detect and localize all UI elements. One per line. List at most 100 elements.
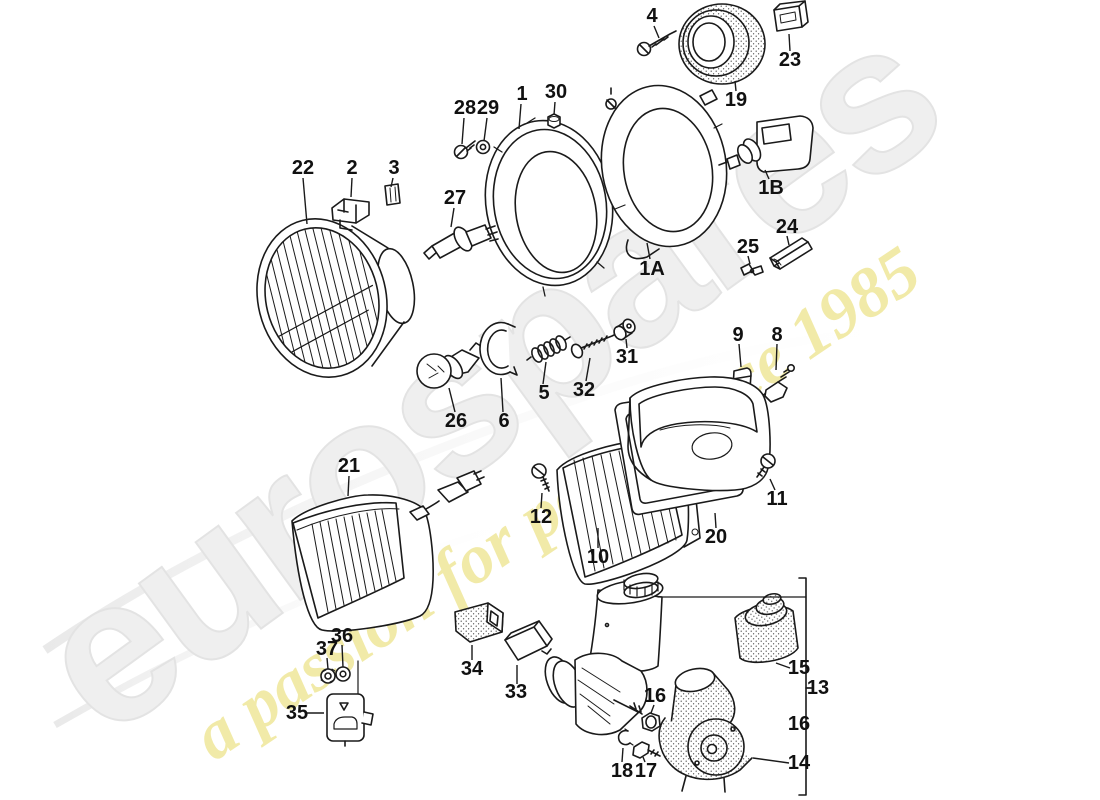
callout-label-3: 3 xyxy=(388,157,399,179)
callout-leader-1A xyxy=(646,242,651,260)
callout-label-10: 10 xyxy=(587,546,609,568)
part-18-clip xyxy=(617,728,634,746)
callout-leader-28 xyxy=(461,117,465,145)
callout-leader-29 xyxy=(483,117,488,142)
callout-label-37: 37 xyxy=(316,638,338,660)
callout-leader-17 xyxy=(642,756,646,763)
reservoir-cap xyxy=(623,572,659,599)
callout-leader-30 xyxy=(553,101,556,116)
callout-label-28: 28 xyxy=(454,97,476,119)
callout-label-22: 22 xyxy=(292,157,314,179)
callout-label-12: 12 xyxy=(530,506,552,528)
callout-label-9: 9 xyxy=(732,324,743,346)
watermark-swoosh-lower xyxy=(53,509,547,729)
part-16-nut xyxy=(641,712,661,732)
part-36-washer xyxy=(335,666,351,682)
callout-label-14: 14 xyxy=(788,752,811,774)
callout-label-21: 21 xyxy=(338,455,360,477)
callout-label-1B: 1B xyxy=(758,177,784,199)
callout-leader-2 xyxy=(350,177,353,198)
callout-label-27: 27 xyxy=(444,187,466,209)
part-19-boot xyxy=(678,3,766,85)
callout-leader-16 xyxy=(650,704,655,714)
callout-label-24: 24 xyxy=(776,216,799,238)
callout-leader-20 xyxy=(714,512,717,529)
part-24-fuse xyxy=(769,237,813,270)
callout-label-23: 23 xyxy=(779,49,801,71)
callout-label-30: 30 xyxy=(545,81,567,103)
callout-label-25: 25 xyxy=(737,236,759,258)
callout-label-16: 16 xyxy=(788,713,810,735)
callout-leader-11 xyxy=(769,478,776,491)
callout-leader-14 xyxy=(752,757,790,764)
callout-leader-19 xyxy=(734,80,737,92)
part-11-screw xyxy=(756,453,776,478)
part-29-washer xyxy=(475,139,491,155)
callout-leader-21 xyxy=(347,475,350,497)
callout-label-11: 11 xyxy=(766,488,787,510)
part-21-fog-lamp xyxy=(291,470,485,632)
part-4-screw xyxy=(636,30,677,57)
part-35-switch xyxy=(326,660,374,747)
callout-leader-37 xyxy=(326,657,329,670)
callout-leader-18 xyxy=(621,747,624,763)
callout-label-32: 32 xyxy=(573,379,595,401)
callout-label-1: 1 xyxy=(516,83,527,105)
callout-label-6: 6 xyxy=(498,410,509,432)
callout-leader-24 xyxy=(786,235,790,246)
callout-label-31: 31 xyxy=(616,346,638,368)
callout-leader-25 xyxy=(747,255,751,265)
part-2-holder xyxy=(331,198,370,231)
callout-label-1A: 1A xyxy=(639,258,665,280)
part-32-screw xyxy=(570,332,619,359)
part-1A-housing xyxy=(600,84,728,260)
callout-label-35: 35 xyxy=(286,702,308,724)
part-27-bulb xyxy=(423,224,499,260)
callout-label-18: 18 xyxy=(611,760,633,782)
part-1B-motor xyxy=(718,115,814,173)
part-15-cover xyxy=(734,592,799,664)
callout-leader-12 xyxy=(540,492,543,509)
callout-leader-26 xyxy=(448,387,456,413)
part-37-nut xyxy=(320,668,336,684)
callout-leader-15 xyxy=(775,662,791,669)
part-31-screw xyxy=(613,318,636,341)
callout-label-4: 4 xyxy=(646,5,658,27)
callout-leader-31 xyxy=(625,338,628,349)
callout-leader-27 xyxy=(450,207,455,228)
callout-leader-8 xyxy=(775,343,778,371)
callout-label-17: 17 xyxy=(635,760,657,782)
callout-leader-32 xyxy=(585,357,591,382)
callout-leader-23 xyxy=(788,33,791,52)
callout-label-5: 5 xyxy=(538,382,549,404)
callout-leader-6 xyxy=(500,377,504,413)
part-6-retainer xyxy=(479,321,518,376)
part-22-headlamp xyxy=(256,218,416,378)
part-23-relay xyxy=(773,0,809,32)
part-12-screw xyxy=(531,463,550,492)
callout-leader-22 xyxy=(302,177,308,225)
callout-label-20: 20 xyxy=(705,526,727,548)
part-33-relay xyxy=(504,620,553,661)
callout-label-19: 19 xyxy=(725,89,747,111)
callout-label-15: 15 xyxy=(788,657,810,679)
part-3-clip xyxy=(384,183,401,206)
callout-label-13: 13 xyxy=(807,677,829,699)
callout-leader-5 xyxy=(542,361,547,385)
callout-leader-36 xyxy=(341,644,344,668)
callout-label-36: 36 xyxy=(331,625,353,647)
callout-leader-9 xyxy=(738,343,742,368)
callout-leader-3 xyxy=(390,177,394,188)
callout-leader-4 xyxy=(653,25,660,39)
part-14-pump xyxy=(658,667,753,793)
callout-leader-1B xyxy=(764,169,770,180)
part-30-nut xyxy=(547,113,561,129)
part-17-bolt xyxy=(632,741,661,759)
watermark-swoosh-upper xyxy=(42,320,961,654)
callout-leader-1 xyxy=(518,103,522,130)
callout-label-8: 8 xyxy=(771,324,782,346)
part-34-foam xyxy=(454,602,504,643)
